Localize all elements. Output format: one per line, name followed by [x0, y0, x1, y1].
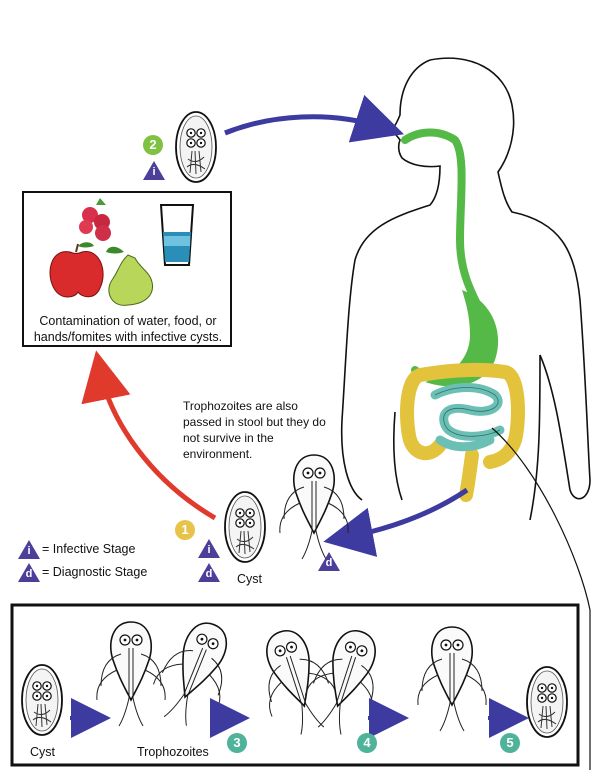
glass-image: [159, 204, 195, 266]
step-5-badge: 5: [500, 733, 520, 753]
step-1-badge: 1: [175, 520, 195, 540]
panel-cyst-left: [21, 664, 63, 736]
contamination-caption: Contamination of water, food, or hands/f…: [33, 314, 223, 344]
development-panel: [10, 603, 580, 767]
apple-image: [49, 242, 104, 298]
infective-stage-marker: i: [143, 161, 165, 180]
step-2-badge: 2: [143, 135, 163, 155]
diagnostic-trophozoite: [279, 454, 349, 560]
small-intestine: [430, 383, 505, 452]
legend-infective-icon: i: [18, 540, 40, 559]
panel-trophozoites-label: Trophozoites: [137, 745, 209, 759]
infective-cyst: [175, 111, 217, 183]
esophagus-and-stomach: [401, 128, 499, 387]
panel-cyst-label: Cyst: [30, 745, 55, 759]
diagnostic-stage-marker-trophozoite: d: [318, 552, 340, 571]
legend-infective-label: = Infective Stage: [42, 542, 136, 556]
legend-diagnostic-icon: d: [18, 563, 40, 582]
arrow-ingestion: [224, 94, 405, 143]
diagnostic-cyst: [224, 491, 266, 563]
connector-line: [491, 427, 591, 770]
panel-cyst-right: [526, 666, 568, 738]
pear-image: [106, 246, 154, 306]
raspberry-image: [79, 198, 111, 241]
step-3-badge: 3: [227, 733, 247, 753]
diagnostic-stage-marker-cyst: d: [198, 563, 220, 582]
infective-stage-marker-cyst: i: [198, 539, 220, 558]
step-4-badge: 4: [357, 733, 377, 753]
legend-diagnostic-label: = Diagnostic Stage: [42, 565, 148, 579]
arrow-environment: [81, 350, 217, 521]
cyst-label: Cyst: [237, 572, 262, 586]
trophozoite-note: Trophozoites are also passed in stool bu…: [183, 399, 326, 461]
arrow-excretion: [323, 487, 469, 557]
